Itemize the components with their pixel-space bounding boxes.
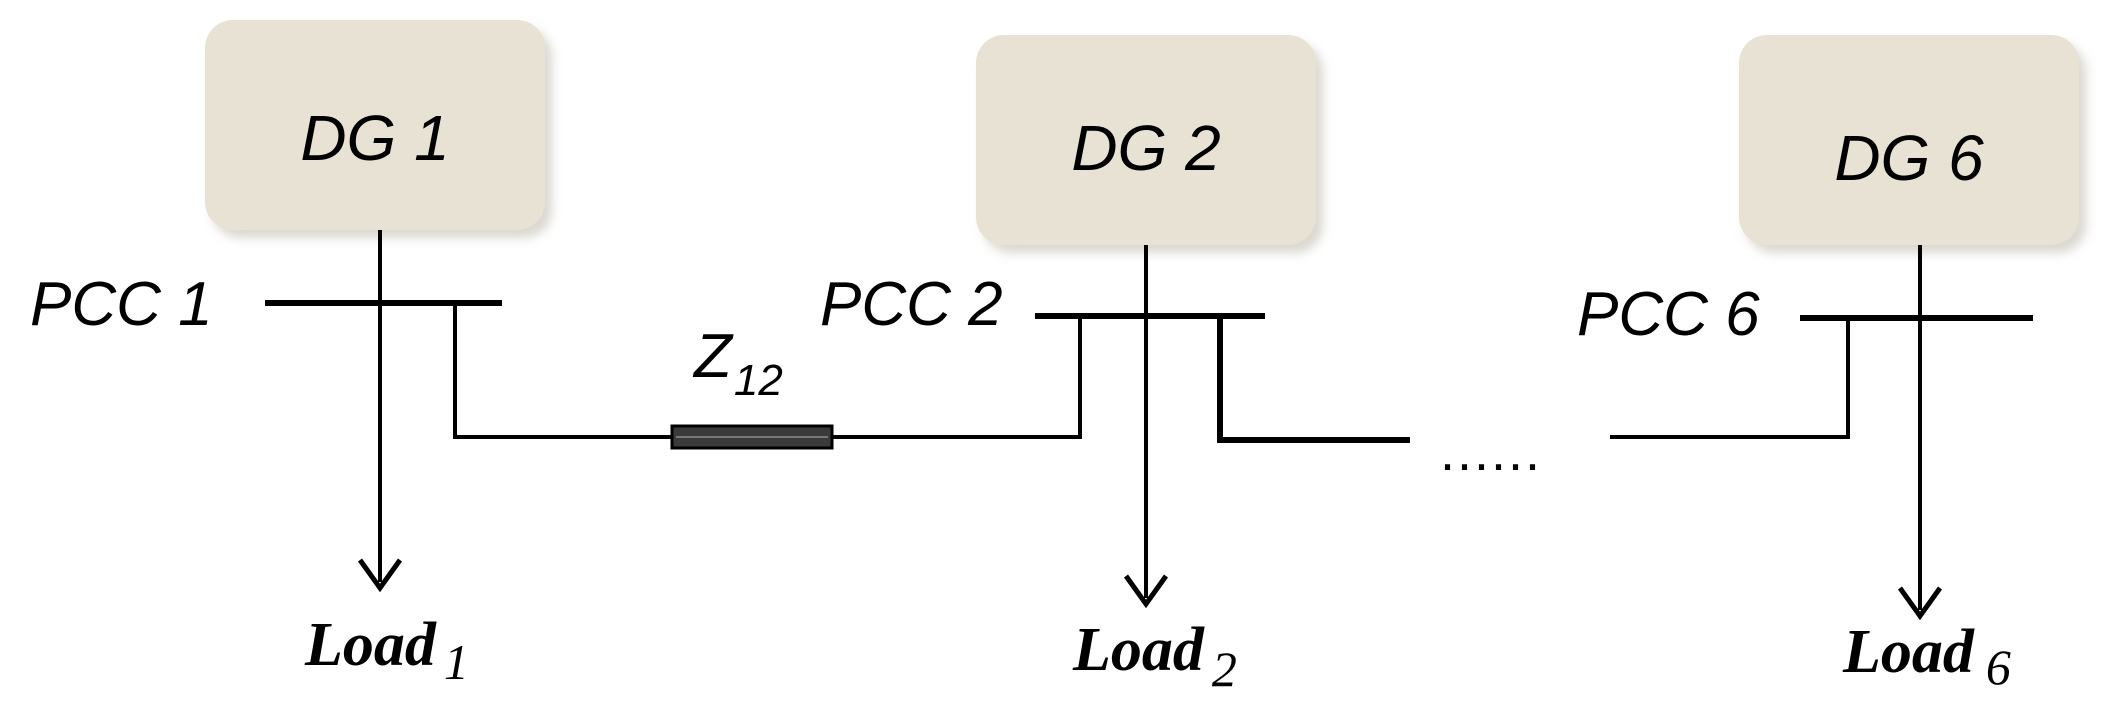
pcc-1-bus: PCC 1 bbox=[30, 230, 672, 593]
pcc-1-label: PCC 1 bbox=[30, 270, 213, 339]
impedance-label: Z12 bbox=[692, 322, 783, 405]
load-1-arrow bbox=[357, 558, 403, 593]
pcc-2-label: PCC 2 bbox=[820, 270, 1003, 339]
dg-2-unit: DG 2 bbox=[976, 35, 1323, 253]
dg-2-box bbox=[976, 35, 1316, 245]
load-2-arrow bbox=[1123, 574, 1169, 609]
dg-6-unit: DG 6 bbox=[1739, 35, 2086, 253]
dg-6-label: DG 6 bbox=[1834, 122, 1984, 194]
pcc-2-tap bbox=[1217, 316, 1410, 443]
line-1-2 bbox=[832, 316, 1082, 439]
pcc-6-label: PCC 6 bbox=[1577, 280, 1760, 349]
pcc-6-bus: PCC 6 bbox=[1577, 245, 2033, 621]
dg-1-unit: DG 1 bbox=[205, 20, 552, 238]
pcc-1-tap bbox=[453, 303, 672, 439]
ellipsis: ...... bbox=[1440, 422, 1542, 482]
line-impedance-z12: Z12 bbox=[670, 316, 1082, 450]
line-to-pcc-6 bbox=[1610, 318, 1850, 439]
pcc-2-bus: PCC 2 bbox=[820, 245, 1410, 609]
dg-1-label: DG 1 bbox=[300, 102, 449, 174]
load-6-arrow bbox=[1897, 586, 1943, 621]
dg-1-box bbox=[205, 20, 545, 230]
dg-6-box bbox=[1739, 35, 2079, 245]
dg-2-label: DG 2 bbox=[1071, 112, 1220, 184]
